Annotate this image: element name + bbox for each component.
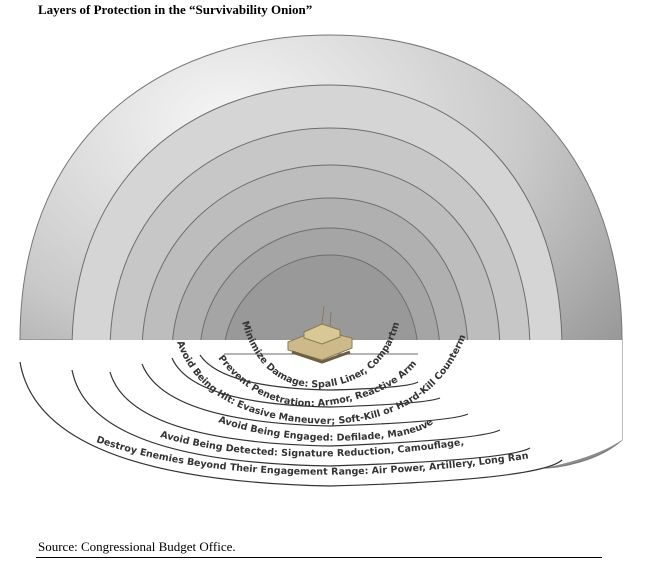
bottom-rule xyxy=(36,557,602,558)
figure-title: Layers of Protection in the “Survivabili… xyxy=(38,2,313,17)
floor-ring-5 xyxy=(19,361,563,487)
ground-plane xyxy=(19,340,622,488)
floor-ring-1 xyxy=(171,357,441,408)
armored-vehicle xyxy=(287,305,353,364)
floor-ring-4 xyxy=(71,369,531,467)
source-note: Source: Congressional Budget Office. xyxy=(38,539,236,554)
floor-ring-2 xyxy=(141,363,469,427)
floor-ring-3 xyxy=(109,371,501,447)
floor-ring-0 xyxy=(199,354,419,391)
